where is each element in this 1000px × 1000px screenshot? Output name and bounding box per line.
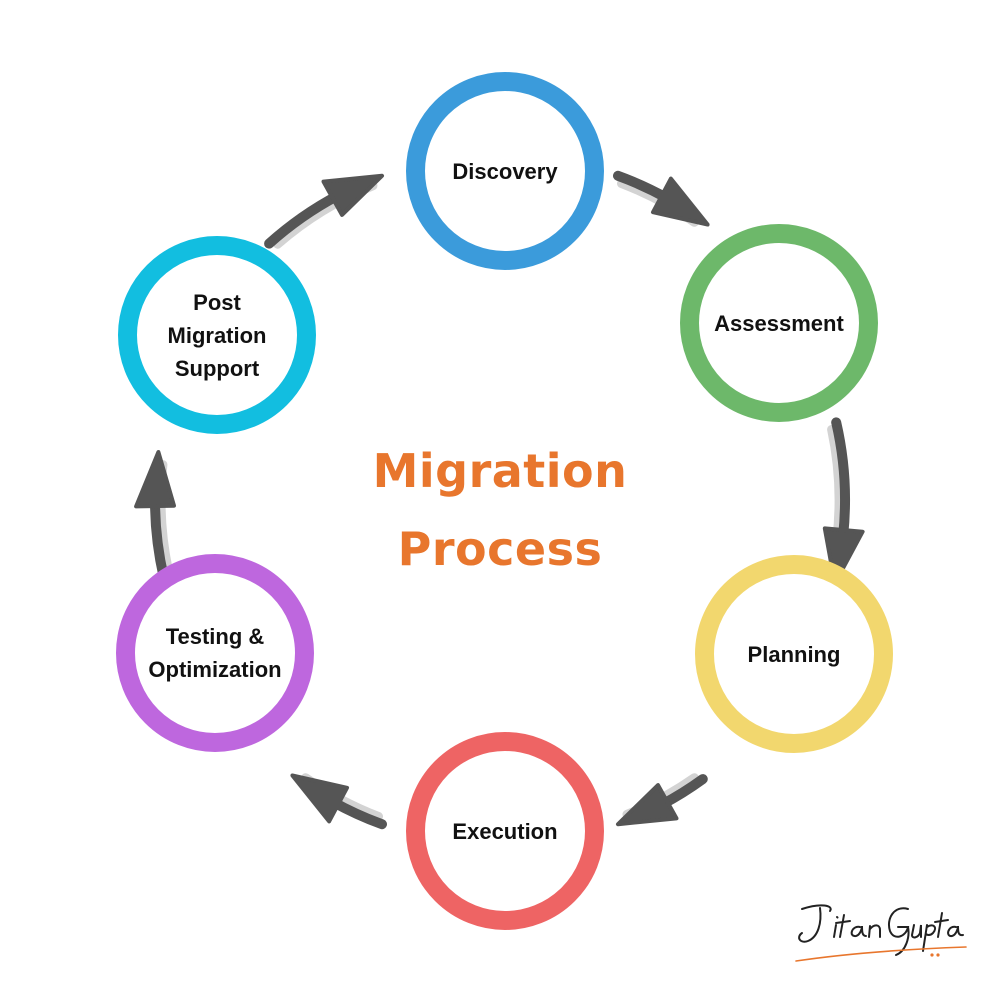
arrowhead-post-migration-to-discovery: [321, 173, 384, 217]
step-label-execution: Execution: [452, 818, 558, 844]
step-label-testing-optimization: Testing & Optimization: [148, 624, 282, 682]
step-label-assessment: Assessment: [714, 310, 844, 336]
step-assessment: Assessment: [680, 224, 878, 422]
author-signature: [790, 895, 970, 965]
step-post-migration-support: Post Migration Support: [118, 236, 316, 434]
arrowhead-execution-to-testing: [290, 773, 349, 824]
arrowhead-testing-to-post-migration: [134, 450, 176, 509]
arrowhead-discovery-to-assessment: [651, 176, 710, 227]
step-planning: Planning: [695, 555, 893, 753]
arrow-post-migration-to-discovery: [264, 190, 343, 249]
diagram-title: Migration Process: [372, 444, 628, 576]
step-label-discovery: Discovery: [452, 158, 558, 184]
step-discovery: Discovery: [406, 72, 604, 270]
signature-logo: [795, 904, 967, 962]
step-label-post-migration-support: Post Migration Support: [167, 289, 267, 381]
step-testing-optimization: Testing & Optimization: [116, 554, 314, 752]
arrowhead-planning-to-execution: [616, 783, 679, 827]
step-execution: Execution: [406, 732, 604, 930]
arrow-assessment-to-planning: [831, 417, 850, 542]
step-label-planning: Planning: [747, 641, 841, 667]
